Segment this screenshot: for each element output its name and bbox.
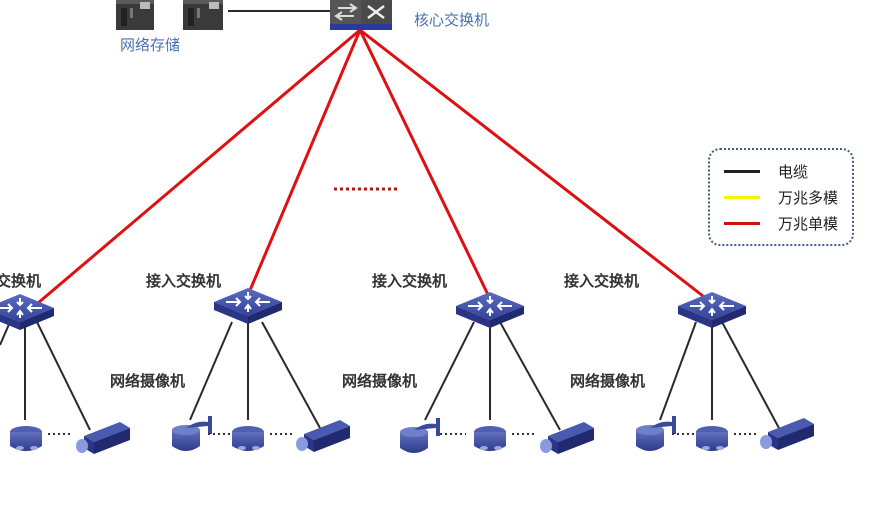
cable	[189, 321, 233, 421]
access-switch-icon	[0, 294, 54, 330]
access-switch-label-3: 接入交换机	[372, 272, 448, 290]
cable	[721, 321, 781, 431]
dome-camera-icon	[474, 426, 506, 451]
legend-label-cable: 电缆	[778, 162, 809, 181]
legend-item-multimode: 万兆多模	[724, 186, 838, 208]
switch-side-right	[248, 302, 282, 324]
network-camera-label-1: 网络摄像机	[110, 372, 186, 390]
core-switch-icon	[330, 0, 392, 30]
access-switch-icon	[456, 292, 524, 328]
legend-swatch-multimode	[724, 195, 760, 199]
cable	[424, 321, 475, 421]
switch-arrows	[226, 292, 270, 312]
access-switch-icon	[678, 292, 746, 328]
uplink-2	[246, 29, 362, 296]
box-camera-icon	[540, 422, 594, 454]
access-switch-icon	[214, 288, 282, 324]
switch-arrows	[0, 298, 42, 318]
network-storage-label: 网络存储	[120, 36, 181, 54]
uplink-1	[37, 28, 361, 305]
switch-side-left	[0, 313, 20, 330]
cable	[499, 321, 561, 431]
ptz-camera-icon	[636, 416, 676, 451]
core-switch-label: 核心交换机	[414, 11, 490, 29]
switch-side-right	[490, 306, 524, 328]
network-camera-label-3: 网络摄像机	[570, 372, 646, 390]
ptz-camera-icon	[172, 416, 212, 451]
dome-camera-icon	[232, 426, 264, 451]
legend-swatch-singlemode	[724, 221, 760, 225]
switch-side-right	[712, 306, 746, 328]
box-camera-icon	[760, 418, 814, 450]
legend: 电缆 万兆多模 万兆单模	[708, 148, 854, 246]
access-switch-label-1: 交换机	[0, 272, 42, 290]
cable	[0, 321, 11, 346]
storage-unit-1	[116, 0, 154, 30]
legend-label-singlemode: 万兆单模	[778, 214, 839, 233]
access-switch-label-4: 接入交换机	[564, 272, 640, 290]
uplink-4	[359, 28, 713, 305]
uplink-3	[358, 29, 494, 304]
dome-camera-icon	[10, 426, 42, 451]
switch-side-right	[20, 308, 54, 330]
access-switch-label-2: 接入交换机	[146, 272, 222, 290]
switch-side-left	[678, 306, 712, 328]
legend-item-cable: 电缆	[724, 160, 808, 182]
storage-unit-2	[183, 0, 223, 30]
legend-label-multimode: 万兆多模	[778, 188, 839, 207]
network-camera-label-2: 网络摄像机	[342, 372, 418, 390]
legend-swatch-cable	[724, 169, 760, 173]
legend-item-singlemode: 万兆单模	[724, 212, 838, 234]
cable	[659, 321, 697, 421]
switch-side-left	[456, 306, 490, 328]
cable	[36, 321, 91, 431]
switch-side-left	[214, 302, 248, 324]
switch-arrows	[690, 296, 734, 316]
switch-arrows	[468, 296, 512, 316]
box-camera-icon	[296, 420, 350, 452]
box-camera-icon	[76, 422, 130, 454]
ptz-camera-icon	[400, 418, 440, 453]
cable	[261, 321, 321, 429]
fiber-uplinks	[37, 28, 713, 305]
dome-camera-icon	[696, 426, 728, 451]
